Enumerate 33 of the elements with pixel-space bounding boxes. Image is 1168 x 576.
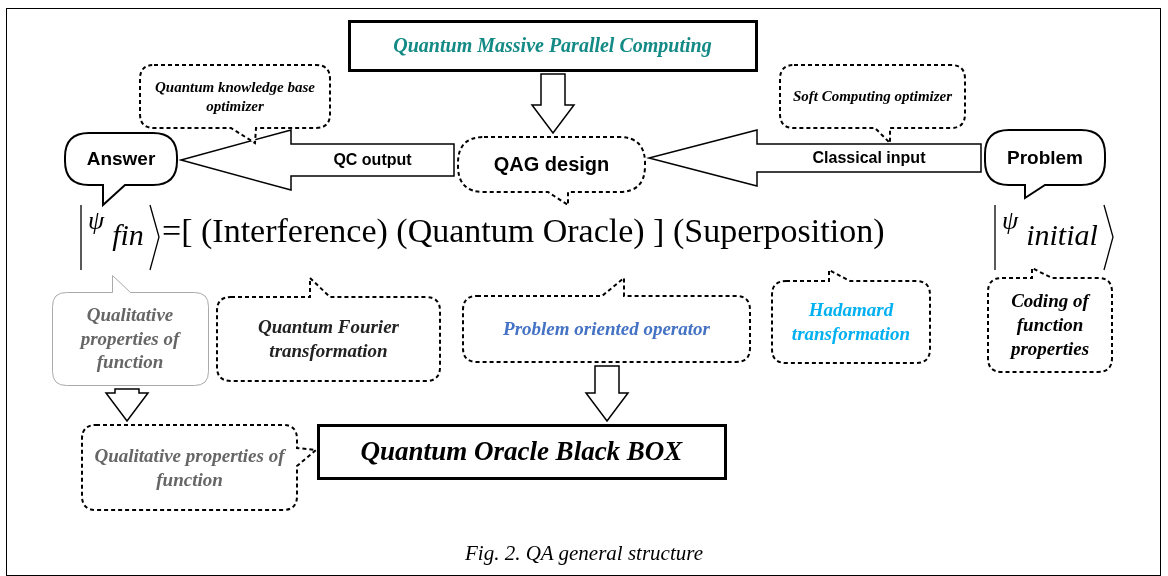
speech-bubble <box>984 129 1106 199</box>
callout-bubble <box>462 277 751 363</box>
node-text: Hadamard transformation <box>790 298 912 346</box>
speech-bubble <box>64 132 178 206</box>
callout-bubble <box>81 424 317 511</box>
callout-bubble <box>139 64 331 144</box>
callout-bubble <box>987 267 1113 373</box>
callout-bubble <box>771 269 931 364</box>
node-text: Quantum Oracle Black BOX <box>360 434 683 468</box>
node-text: Qualitative properties of function <box>93 443 287 492</box>
node-text: Problem oriented operator <box>503 317 710 341</box>
callout-bubble <box>51 274 209 386</box>
callout-bubble <box>457 136 646 206</box>
formula-text: =[ (Interference) (Quantum Oracle) ] (Superposition) <box>162 212 885 250</box>
node-text: Quantum Fourier transformation <box>257 315 400 363</box>
edge-label: Classical input <box>810 148 928 168</box>
output-box <box>316 423 727 480</box>
node-text: Soft Computing optimizer <box>792 87 953 106</box>
node-text: QAG design <box>493 152 610 177</box>
edge-label: QC output <box>331 150 414 170</box>
node-text: Coding of function properties <box>1008 289 1092 361</box>
node-text: Quantum Massive Parallel Computing <box>393 33 712 58</box>
block-arrow <box>584 365 630 423</box>
node-text: Qualitative properties of function <box>78 302 182 375</box>
figure-caption: Fig. 2. QA general structure <box>464 541 704 566</box>
title-box <box>347 19 758 72</box>
block-arrow <box>104 388 150 423</box>
node-text: Answer <box>86 147 156 171</box>
callout-bubble <box>779 64 966 144</box>
node-text: Quantum knowledge base optimizer <box>154 77 316 116</box>
block-arrow <box>530 73 576 135</box>
callout-bubble <box>216 277 441 382</box>
node-text: Problem <box>1007 145 1083 170</box>
